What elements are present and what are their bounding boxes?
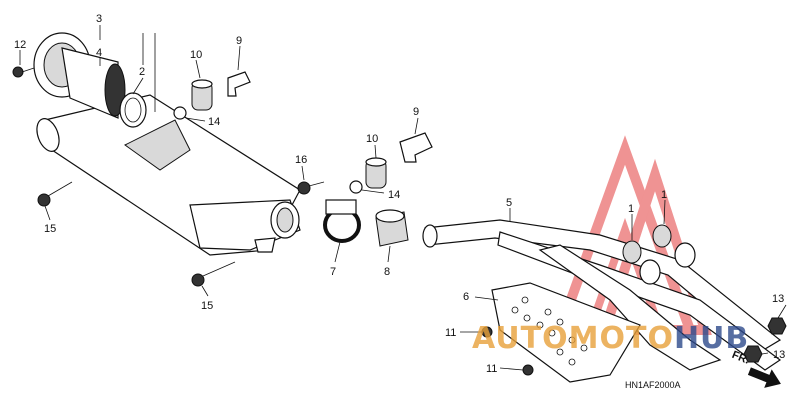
heat-shield xyxy=(491,282,641,383)
callout-14b: 14 xyxy=(388,189,400,201)
callout-11b: 11 xyxy=(486,363,497,375)
callout-15b: 15 xyxy=(201,300,213,312)
collar-lower xyxy=(399,132,433,163)
callout-9a: 9 xyxy=(236,35,242,47)
washer-lower xyxy=(349,180,363,194)
callout-10b: 10 xyxy=(366,133,378,145)
callout-4: 4 xyxy=(96,47,102,59)
callout-3: 3 xyxy=(96,13,102,25)
collar-upper xyxy=(227,71,251,97)
joint-gasket xyxy=(375,209,409,247)
callout-5: 5 xyxy=(506,197,512,209)
watermark-text: AUTOMOTOHUB xyxy=(472,321,749,356)
exhaust-gasket-1 xyxy=(622,240,642,264)
bolt-16 xyxy=(297,181,325,195)
exhaust-pipe xyxy=(422,219,782,371)
rubber-mount-upper xyxy=(191,79,213,111)
rubber-mount-lower xyxy=(365,157,387,189)
callout-6: 6 xyxy=(463,291,469,303)
callout-2: 2 xyxy=(139,66,145,78)
callout-8: 8 xyxy=(384,266,390,278)
band-clamp xyxy=(323,199,361,243)
svg-text:AUTOMOTOHUB: AUTOMOTOHUB xyxy=(472,321,749,356)
bolt-11-lower xyxy=(522,364,534,376)
exhaust-gasket-2 xyxy=(652,224,672,248)
callout-12: 12 xyxy=(14,39,26,51)
nut-13-lower xyxy=(743,345,763,363)
spark-arrester xyxy=(61,47,126,119)
gasket-ring-inner xyxy=(124,97,142,123)
callout-10a: 10 xyxy=(190,49,202,61)
callout-13a: 13 xyxy=(772,293,784,305)
callout-1a: 1 xyxy=(628,203,634,215)
callout-7: 7 xyxy=(330,266,336,278)
watermark-text-part2: HUB xyxy=(674,321,749,356)
washer-upper xyxy=(173,106,187,120)
nut-13-upper xyxy=(767,317,787,335)
diagram-code: HN1AF2000A xyxy=(625,380,681,390)
callout-16: 16 xyxy=(295,154,307,166)
callout-9b: 9 xyxy=(413,106,419,118)
callout-1b: 1 xyxy=(661,189,667,201)
watermark-text-part1: AUTOMOTO xyxy=(472,321,674,356)
muffler-body xyxy=(36,94,301,256)
callout-11a: 11 xyxy=(445,327,456,339)
callout-15a: 15 xyxy=(44,223,56,235)
callout-14a: 14 xyxy=(208,116,220,128)
bolt-15-upper xyxy=(37,181,73,207)
bolt-12 xyxy=(12,66,35,78)
callout-13b: 13 xyxy=(773,349,785,361)
bolt-15-lower xyxy=(191,261,236,287)
leader-lines xyxy=(19,25,787,371)
